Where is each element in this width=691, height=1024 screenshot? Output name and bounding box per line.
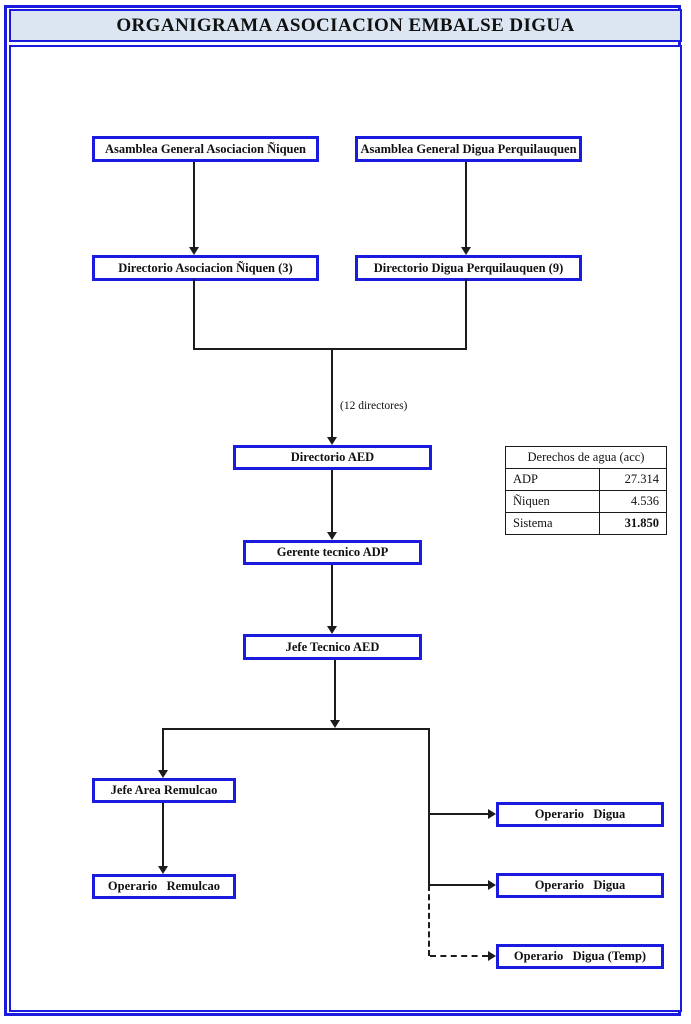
org-box-label: Directorio Digua Perquilauquen (9) [373,260,564,275]
org-box-label: Gerente tecnico ADP [276,545,389,560]
connector-line-dashed [430,955,488,957]
org-box-label: Operario Digua [534,878,626,893]
connector-line [331,348,333,437]
org-box-label: Jefe Area Remulcao [110,783,218,798]
org-box-operario-digua-2: Operario Digua [496,873,664,898]
connector-line [465,279,467,350]
arrowhead-down-icon [327,532,337,540]
table-title: Derechos de agua (acc) [505,446,667,469]
title-bar: ORGANIGRAMA ASOCIACION EMBALSE DIGUA [9,9,682,42]
table-row: ADP 27.314 [505,468,668,491]
row-label: Sistema [505,512,600,535]
org-box-directorio-niquen: Directorio Asociacion Ñiquen (3) [92,255,319,281]
arrowhead-down-icon [461,247,471,255]
org-box-label: Jefe Tecnico AED [285,639,380,654]
connector-line [193,279,195,350]
org-box-asamblea-general-niquen: Asamblea General Asociacion Ñiquen [92,136,319,162]
connector-line [430,884,489,886]
arrowhead-down-icon [158,770,168,778]
connector-line [428,730,430,885]
arrowhead-down-icon [158,866,168,874]
arrowhead-right-icon [488,880,496,890]
arrowhead-right-icon [488,951,496,961]
table-row: Ñiquen 4.536 [505,490,668,513]
arrowhead-right-icon [488,809,496,819]
connector-line [430,813,489,815]
org-box-directorio-digua: Directorio Digua Perquilauquen (9) [355,255,582,281]
connector-line [162,728,430,730]
org-box-label: Operario Remulcao [107,879,221,894]
org-box-label: Asamblea General Asociacion Ñiquen [104,141,307,156]
org-box-operario-remulcao: Operario Remulcao [92,874,236,899]
org-box-label: Operario Digua [534,807,626,822]
org-box-label: Directorio AED [290,450,375,465]
table-header-row: Derechos de agua (acc) [505,446,667,469]
connector-line [162,730,164,770]
org-box-asamblea-general-digua: Asamblea General Digua Perquilauquen [355,136,582,162]
org-box-gerente-tecnico-adp: Gerente tecnico ADP [243,540,422,565]
arrowhead-down-icon [327,626,337,634]
arrowhead-down-icon [189,247,199,255]
connector-line [465,162,467,248]
connector-line [193,162,195,248]
page-title: ORGANIGRAMA ASOCIACION EMBALSE DIGUA [116,14,575,36]
org-box-operario-digua-temp: Operario Digua (Temp) [496,944,664,969]
org-box-jefe-area-remulcao: Jefe Area Remulcao [92,778,236,803]
table-row: Sistema 31.850 [505,512,668,535]
connector-line [331,565,333,626]
org-box-label: Directorio Asociacion Ñiquen (3) [118,260,293,275]
water-rights-table: Derechos de agua (acc) ADP 27.314 Ñiquen… [505,446,668,535]
org-box-operario-digua-1: Operario Digua [496,802,664,827]
connector-line [334,660,336,720]
org-box-label: Operario Digua (Temp) [513,949,647,964]
row-label: Ñiquen [505,490,600,513]
org-box-jefe-tecnico-aed: Jefe Tecnico AED [243,634,422,660]
row-value: 27.314 [598,468,668,491]
directores-count-note: (12 directores) [340,400,408,412]
connector-line [162,803,164,866]
connector-line-dashed [428,885,430,956]
row-label: ADP [505,468,600,491]
connector-line [331,470,333,532]
arrowhead-down-icon [327,437,337,445]
connector-line [193,348,467,350]
org-box-directorio-aed: Directorio AED [233,445,432,470]
row-value: 4.536 [598,490,668,513]
row-value-total: 31.850 [598,512,668,535]
org-box-label: Asamblea General Digua Perquilauquen [360,141,577,156]
arrowhead-down-icon [330,720,340,728]
